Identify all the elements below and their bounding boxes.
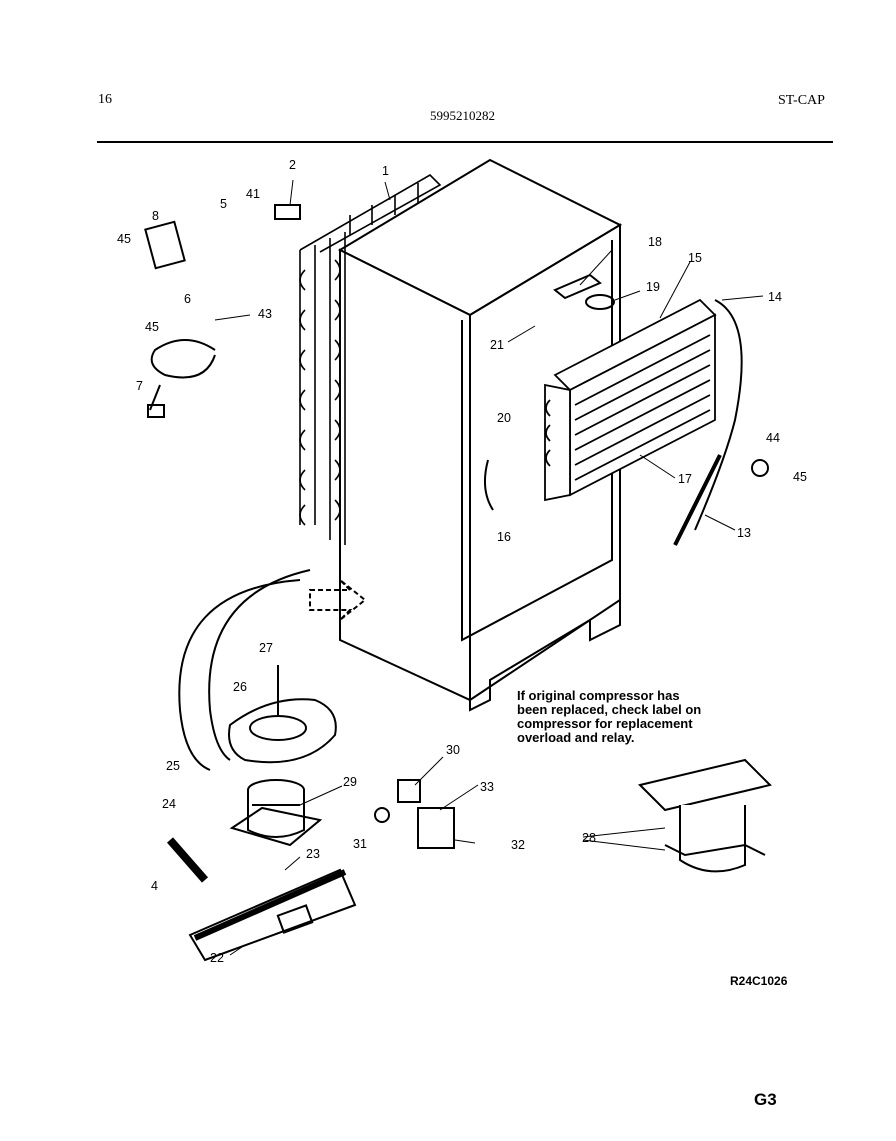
callout-33: 33 bbox=[480, 780, 494, 794]
suction-line bbox=[694, 299, 743, 531]
note-line: If original compressor has bbox=[517, 688, 680, 703]
heater-16 bbox=[483, 459, 494, 511]
callout-14: 14 bbox=[768, 290, 782, 304]
callout-32: 32 bbox=[511, 838, 525, 852]
callout-20: 20 bbox=[497, 411, 511, 425]
callout-8: 8 bbox=[152, 209, 159, 223]
callout-16: 16 bbox=[497, 530, 511, 544]
callout-29: 29 bbox=[343, 775, 357, 789]
callout-44: 44 bbox=[766, 431, 780, 445]
arrow bbox=[309, 579, 367, 621]
callout-5: 5 bbox=[220, 197, 227, 211]
callout-15: 15 bbox=[688, 251, 702, 265]
callout-45: 45 bbox=[145, 320, 159, 334]
header-rule bbox=[97, 141, 833, 143]
callout-21: 21 bbox=[490, 338, 504, 352]
callout-41: 41 bbox=[246, 187, 260, 201]
thermostat-2 bbox=[274, 204, 301, 220]
compressor bbox=[229, 779, 323, 847]
capacitor-clip bbox=[374, 807, 390, 823]
callout-24: 24 bbox=[162, 797, 176, 811]
callout-13: 13 bbox=[737, 526, 751, 540]
evaporator bbox=[544, 298, 717, 502]
callout-45: 45 bbox=[793, 470, 807, 484]
callout-30: 30 bbox=[446, 743, 460, 757]
callout-45: 45 bbox=[117, 232, 131, 246]
callout-25: 25 bbox=[166, 759, 180, 773]
relay bbox=[397, 779, 421, 803]
callout-28: 28 bbox=[582, 831, 596, 845]
light-socket-19 bbox=[585, 294, 615, 310]
section-code: ST-CAP bbox=[778, 93, 825, 108]
callout-1: 1 bbox=[382, 164, 389, 178]
condenser-coil bbox=[299, 174, 442, 545]
callout-4: 4 bbox=[151, 879, 158, 893]
callout-7: 7 bbox=[136, 379, 143, 393]
callout-27: 27 bbox=[259, 641, 273, 655]
drain-hose bbox=[178, 579, 301, 771]
note-line: compressor for replacement bbox=[517, 716, 693, 731]
callout-19: 19 bbox=[646, 280, 660, 294]
overload bbox=[417, 807, 455, 849]
callout-43: 43 bbox=[258, 307, 272, 321]
shelf-supports-18 bbox=[553, 273, 602, 300]
page-number: 16 bbox=[98, 92, 112, 107]
replacement-note: If original compressor has been replaced… bbox=[517, 689, 757, 745]
replacement-compressor bbox=[638, 758, 772, 873]
callout-18: 18 bbox=[648, 235, 662, 249]
callout-23: 23 bbox=[306, 847, 320, 861]
drain-pan bbox=[228, 665, 337, 764]
page-code: G3 bbox=[754, 1090, 777, 1109]
note-line: been replaced, check label on bbox=[517, 702, 702, 717]
callout-31: 31 bbox=[353, 837, 367, 851]
compressor-base bbox=[188, 868, 357, 962]
drawing-code: R24C1026 bbox=[730, 974, 788, 988]
callout-26: 26 bbox=[233, 680, 247, 694]
model-number: 5995210282 bbox=[430, 108, 495, 123]
drier-4 bbox=[166, 837, 209, 883]
callout-17: 17 bbox=[678, 472, 692, 486]
fitting-44 bbox=[751, 459, 769, 477]
capillary-tube bbox=[673, 454, 722, 546]
bracket-8 bbox=[144, 220, 186, 270]
callout-22: 22 bbox=[210, 951, 224, 965]
note-line: overload and relay. bbox=[517, 730, 635, 745]
power-cord bbox=[149, 339, 216, 411]
callout-6: 6 bbox=[184, 292, 191, 306]
callout-2: 2 bbox=[289, 158, 296, 172]
